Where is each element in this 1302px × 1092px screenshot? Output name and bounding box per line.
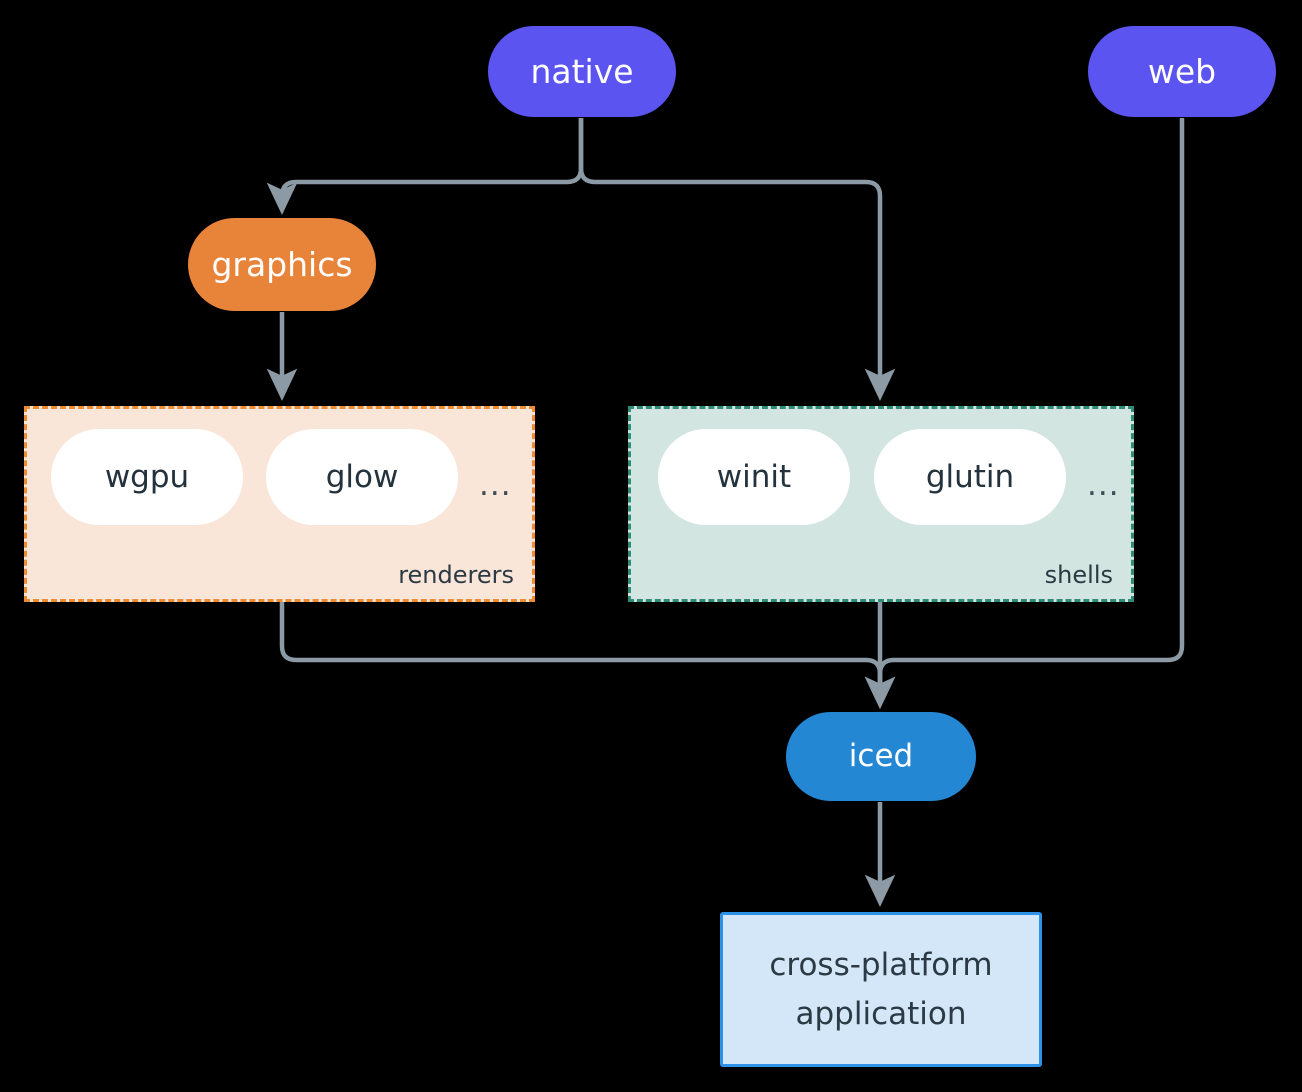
edge-web-iced: [864, 118, 1185, 710]
leaf-winit[interactable]: winit: [658, 429, 850, 525]
leaf-glutin[interactable]: glutin: [874, 429, 1066, 525]
group-renderers-label: renderers: [398, 561, 514, 589]
node-graphics[interactable]: graphics: [188, 218, 376, 311]
node-native[interactable]: native: [488, 26, 676, 117]
edge-native-shells: [578, 118, 896, 402]
node-native-label: native: [530, 51, 634, 91]
leaf-glow-label: glow: [325, 459, 399, 495]
node-application-label-line1: cross-platform: [769, 947, 993, 984]
edge-renderers-iced: [279, 602, 896, 710]
node-application[interactable]: cross-platform application: [720, 912, 1042, 1067]
leaf-winit-label: winit: [716, 459, 792, 495]
group-shells: winit glutin ... shells: [628, 406, 1134, 602]
node-application-label-line2: application: [795, 995, 967, 1032]
renderers-overflow-ellipsis: ...: [479, 467, 512, 503]
leaf-glutin-label: glutin: [925, 459, 1015, 495]
shells-overflow-ellipsis: ...: [1087, 467, 1120, 503]
node-web-label: web: [1147, 51, 1217, 91]
leaf-glow[interactable]: glow: [266, 429, 458, 525]
edge-native-graphics: [266, 118, 584, 216]
node-web[interactable]: web: [1088, 26, 1276, 117]
leaf-wgpu[interactable]: wgpu: [51, 429, 243, 525]
node-iced-label: iced: [848, 737, 914, 774]
node-iced[interactable]: iced: [786, 712, 976, 801]
group-shells-label: shells: [1044, 561, 1113, 589]
leaf-wgpu-label: wgpu: [104, 459, 190, 495]
group-renderers: wgpu glow ... renderers: [24, 406, 535, 602]
node-graphics-label: graphics: [211, 244, 353, 284]
